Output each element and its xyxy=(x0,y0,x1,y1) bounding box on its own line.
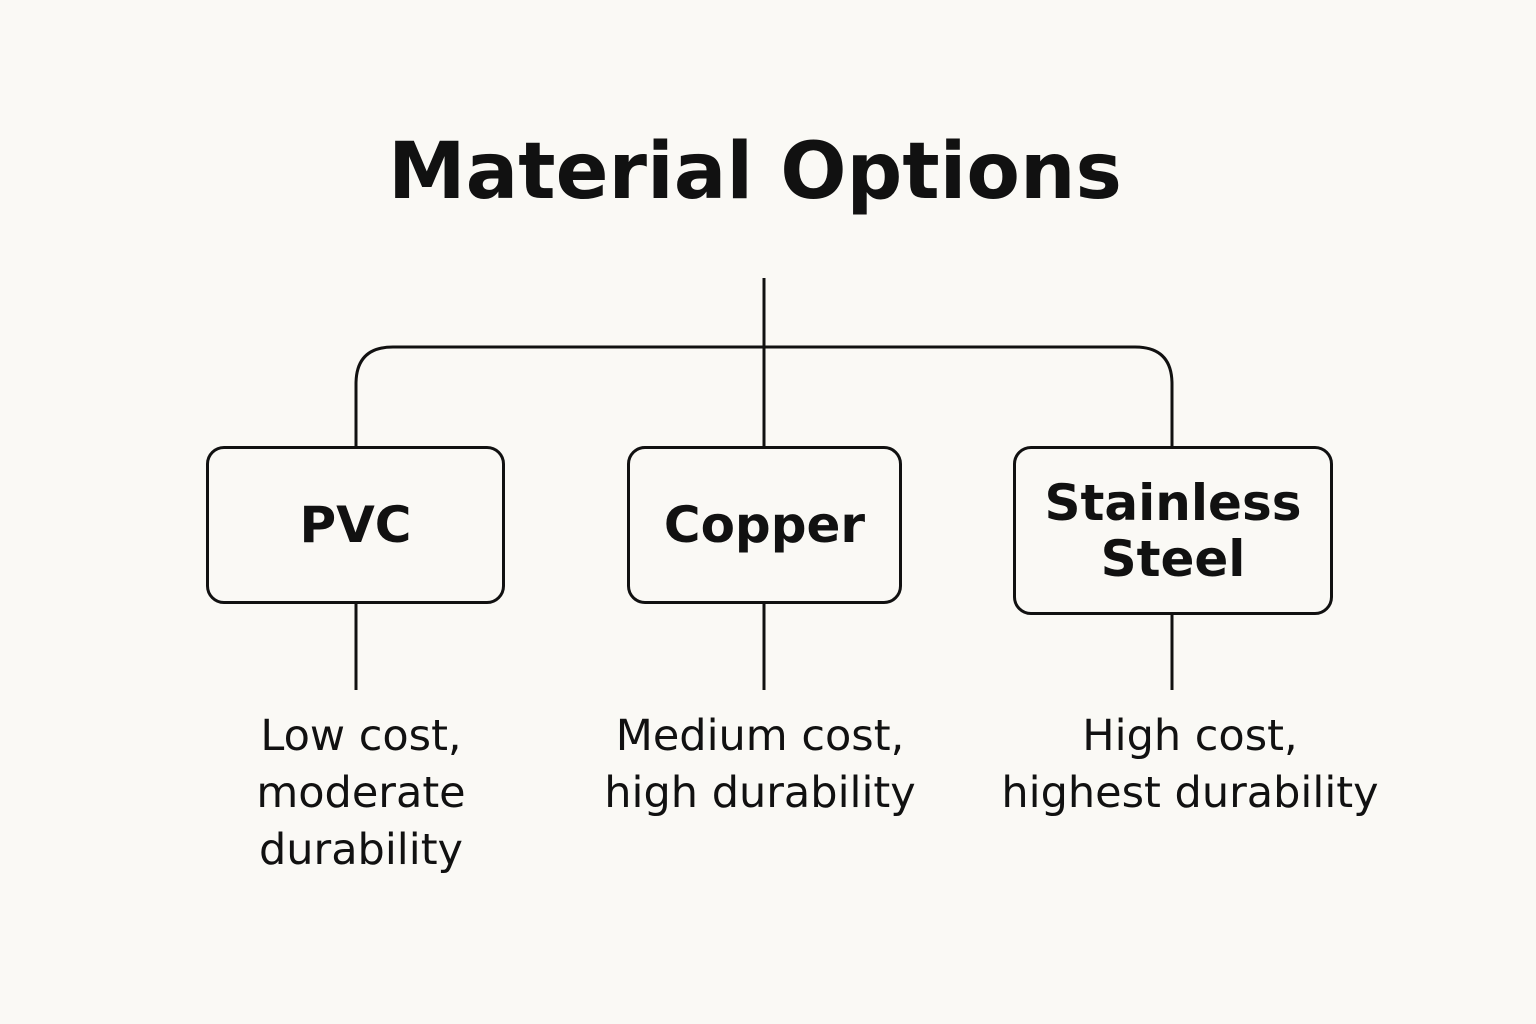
option-node-pvc: PVC xyxy=(206,446,505,604)
option-description-pvc: Low cost, moderate durability xyxy=(256,711,466,875)
option-label: PVC xyxy=(299,496,412,554)
option-node-stainless-steel: Stainless Steel xyxy=(1013,446,1333,615)
branch-line xyxy=(354,345,1174,446)
option-node-copper: Copper xyxy=(627,446,902,604)
option-description-stainless-steel: High cost, highest durability xyxy=(1001,711,1379,818)
option-label: Copper xyxy=(663,496,866,554)
option-description-copper: Medium cost, high durability xyxy=(604,711,916,818)
option-label: Stainless Steel xyxy=(1044,473,1302,588)
diagram-title: Material Options xyxy=(388,127,1122,217)
